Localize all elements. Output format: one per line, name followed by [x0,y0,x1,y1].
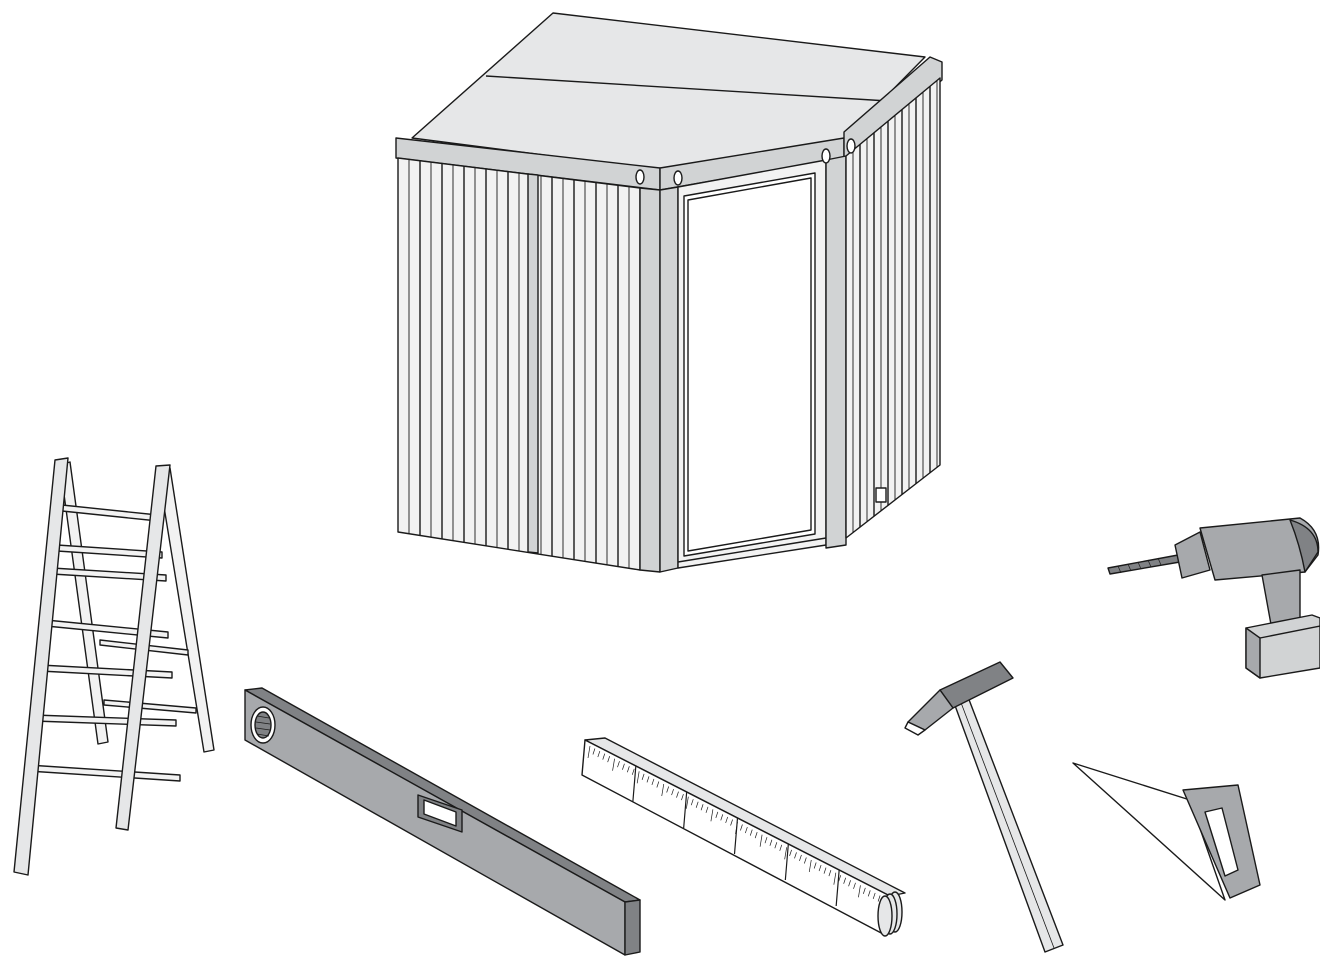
shed-icon [395,12,943,573]
roof-seam [485,75,889,102]
hand-saw-icon [1072,762,1261,901]
left-wall-boards [408,159,630,569]
spirit-level-icon [244,687,641,956]
right-wall-vent [875,487,887,503]
right-wall-boards [852,80,938,533]
front-right-post [825,155,847,549]
ladder-icon [13,457,215,876]
front-left-post [659,186,679,573]
left-corner-post [639,187,661,573]
roof-fasteners [635,138,856,186]
hammer-icon [904,661,1064,953]
door-sill [677,537,827,563]
cordless-drill-icon [1107,517,1320,679]
door-panel[interactable] [687,177,812,552]
folding-ruler-icon [581,737,906,937]
